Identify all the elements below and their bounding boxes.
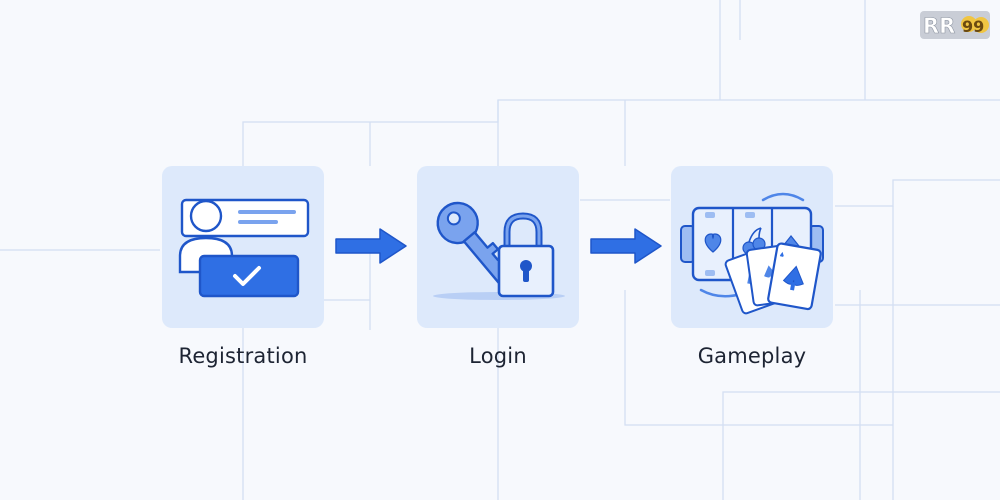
arrow-right-icon bbox=[335, 228, 407, 264]
svg-text:99: 99 bbox=[962, 17, 984, 36]
gameplay-card bbox=[671, 166, 833, 328]
gameplay-slots-cards-icon bbox=[680, 192, 824, 315]
rr99-logo-icon: RR 99 bbox=[920, 11, 990, 39]
login-key-lock-icon bbox=[433, 201, 565, 300]
step-label-login: Login bbox=[469, 344, 527, 368]
registration-card bbox=[162, 166, 324, 328]
svg-text:RR: RR bbox=[923, 14, 955, 38]
registration-icon bbox=[178, 198, 310, 298]
arrow-right-icon bbox=[590, 228, 662, 264]
step-label-gameplay: Gameplay bbox=[697, 344, 807, 368]
step-label-registration: Registration bbox=[178, 344, 308, 368]
login-card bbox=[417, 166, 579, 328]
brand-logo: RR 99 bbox=[919, 10, 991, 40]
